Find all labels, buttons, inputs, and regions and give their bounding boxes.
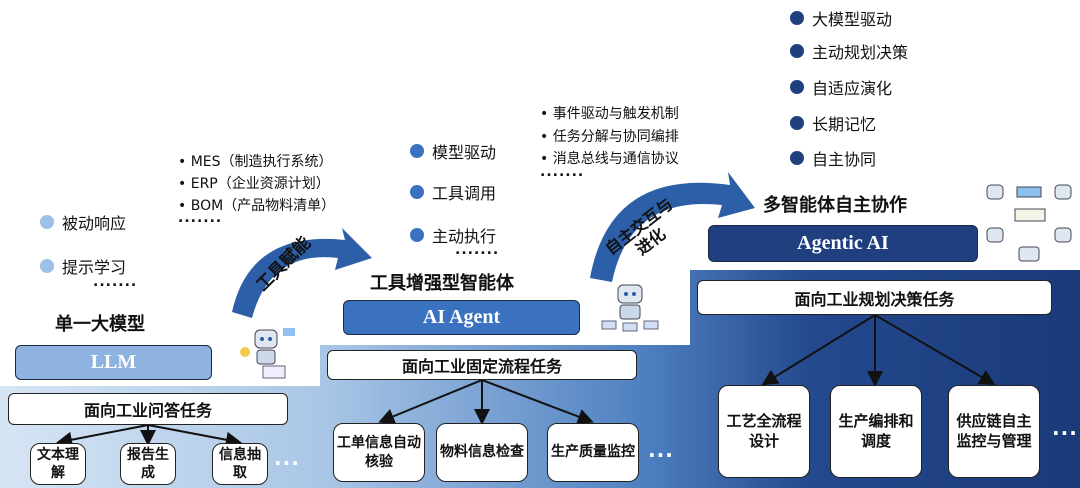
stage3-bullet: 大模型驱动 — [790, 6, 892, 30]
stage3-bullet: 长期记忆 — [790, 111, 876, 135]
bullet-dot-icon — [40, 259, 54, 273]
llm-box: LLM — [15, 345, 212, 380]
stage1-bullet: 被动响应 — [40, 210, 126, 234]
transition1-note: • MES（制造执行系统） — [178, 154, 333, 170]
note-text: MES（制造执行系统） — [190, 154, 333, 170]
stage2-leaf: 生产质量监控 — [547, 423, 639, 482]
stage1-leaf: 信息抽取 — [212, 443, 268, 485]
stage3-title: 多智能体自主协作 — [763, 195, 907, 216]
transition2-note: • 事件驱动与触发机制 — [540, 106, 679, 122]
transition2-note: • 任务分解与协同编排 — [540, 129, 679, 145]
stage3-bullet: 自适应演化 — [790, 75, 892, 99]
stage1-leaf: 文本理解 — [30, 443, 86, 485]
ellipsis: ....... — [455, 242, 500, 258]
stage3-bullet: 主动规划决策 — [790, 39, 908, 63]
transition1-note: • BOM（产品物料清单） — [178, 198, 336, 214]
stage2-task-box: 面向工业固定流程任务 — [327, 350, 637, 380]
stage3-bullet: 自主协同 — [790, 146, 876, 170]
stage2-bullet: 模型驱动 — [410, 139, 496, 163]
ellipsis: ....... — [540, 164, 585, 180]
bullet-text: 长期记忆 — [812, 115, 877, 134]
stage3-leaf: 工艺全流程设计 — [718, 385, 810, 478]
more-ellipsis: ... — [1052, 416, 1078, 440]
ellipsis: ....... — [93, 274, 138, 290]
bullet-dot-icon — [40, 215, 54, 229]
bullet-dot-icon — [410, 185, 424, 199]
stage2-leaf: 物料信息检查 — [436, 423, 528, 482]
stage1-leaf: 报告生成 — [120, 443, 176, 485]
bullet-text: 自主协同 — [812, 150, 877, 169]
bullet-dot-icon — [790, 80, 804, 94]
note-text: 任务分解与协同编排 — [552, 129, 679, 145]
transition1-note: • ERP（企业资源计划） — [178, 176, 330, 192]
note-text: 消息总线与通信协议 — [552, 151, 679, 167]
ellipsis: ....... — [178, 210, 223, 226]
stage3-leaf: 生产编排和调度 — [830, 385, 922, 478]
transition2-note: • 消息总线与通信协议 — [540, 151, 679, 167]
bullet-text: 主动规划决策 — [812, 43, 909, 62]
bullet-text: 自适应演化 — [812, 79, 893, 98]
bullet-dot-icon — [410, 144, 424, 158]
tree-arrows — [56, 314, 996, 448]
note-text: ERP（企业资源计划） — [190, 176, 330, 192]
curved-arrow-2 — [590, 172, 755, 282]
robot-icon-2 — [601, 284, 659, 332]
stage2-title: 工具增强型智能体 — [370, 273, 514, 294]
bullet-dot-icon — [790, 151, 804, 165]
more-ellipsis: ... — [274, 446, 300, 470]
bullet-dot-icon — [790, 11, 804, 25]
bullet-dot-icon — [790, 116, 804, 130]
stage1-bullet: 提示学习 — [40, 254, 126, 278]
bullet-text: 主动执行 — [432, 227, 497, 246]
stage2-bullet: 工具调用 — [410, 180, 496, 204]
stage3-task-box: 面向工业规划决策任务 — [697, 280, 1052, 315]
bullet-dot-icon — [410, 228, 424, 242]
stage3-leaf: 供应链自主监控与管理 — [948, 385, 1040, 478]
stage2-bullet: 主动执行 — [410, 223, 496, 247]
note-text: BOM（产品物料清单） — [190, 198, 336, 214]
bullet-dot-icon — [790, 44, 804, 58]
note-text: 事件驱动与触发机制 — [552, 106, 679, 122]
ai-agent-box: AI Agent — [343, 300, 580, 335]
multi-agent-network-icon — [986, 184, 1072, 262]
agentic-ai-box: Agentic AI — [708, 225, 978, 262]
curved-arrow-1 — [232, 228, 372, 318]
bullet-text: 工具调用 — [432, 184, 497, 203]
bullet-text: 大模型驱动 — [812, 10, 893, 29]
bullet-text: 被动响应 — [62, 214, 127, 233]
stage1-title: 单一大模型 — [55, 314, 145, 335]
bullet-text: 提示学习 — [62, 258, 127, 277]
robot-icon-1 — [240, 328, 295, 379]
stage2-leaf: 工单信息自动核验 — [333, 423, 425, 482]
bullet-text: 模型驱动 — [432, 143, 497, 162]
stage1-task-box: 面向工业问答任务 — [8, 393, 288, 425]
more-ellipsis: ... — [648, 438, 674, 462]
